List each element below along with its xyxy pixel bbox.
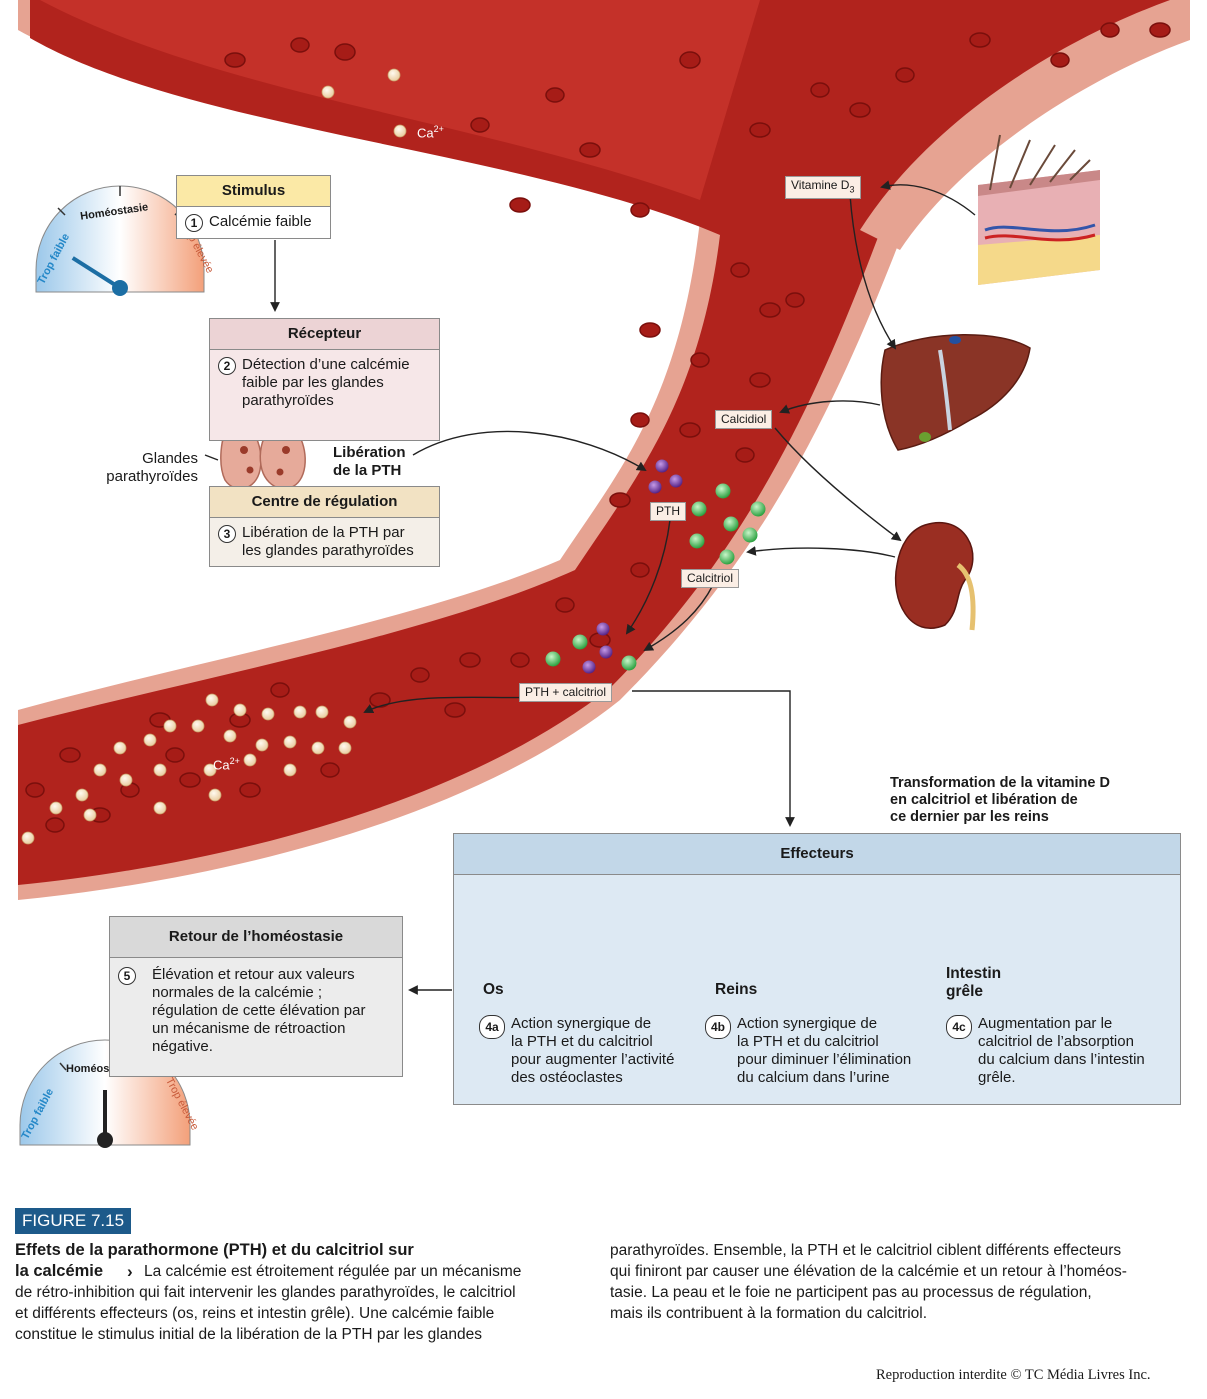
- pth-calcitriol-tag: PTH + calcitriol: [519, 683, 613, 702]
- ca-top-sup: 2+: [433, 124, 444, 134]
- kidney-illustration: [895, 522, 976, 631]
- effecteur-reins-name: Reins: [715, 981, 758, 998]
- retour-title: Retour de l’homéostasie: [110, 917, 402, 958]
- centre-text: Libération de la PTH par les glandes par…: [242, 524, 414, 559]
- pth-tag: PTH: [650, 502, 686, 521]
- effecteur-intestin-text: Augmentation par le calcitriol de l’abso…: [978, 1015, 1145, 1086]
- vitamine-tag: Vitamine D3: [785, 176, 861, 200]
- copyright: Reproduction interdite © TC Média Livres…: [876, 1367, 1151, 1383]
- recepteur-step: 2: [218, 357, 236, 375]
- centre-box: Centre de régulation 3 Libération de la P…: [209, 486, 440, 567]
- effecteurs-title: Effecteurs: [454, 834, 1180, 875]
- skin-illustration: [978, 134, 1100, 285]
- ca-tag-bottom: Ca2+: [208, 753, 245, 773]
- effecteur-os-text: Action synergique de la PTH et du calcit…: [511, 1015, 675, 1086]
- figure-number: FIGURE 7.15: [15, 1208, 132, 1234]
- recepteur-text: Détection d’une calcémie faible par les …: [242, 356, 410, 409]
- figure-arrow: ›: [127, 1262, 133, 1281]
- retour-step: 5: [118, 967, 136, 985]
- gauge-top: [35, 185, 205, 296]
- effecteur-reins-step: 4b: [705, 1015, 731, 1039]
- liberation-pth-label: Libération de la PTH: [333, 444, 406, 479]
- effecteur-intestin-step: 4c: [946, 1015, 972, 1039]
- figure-text-left: La calcémie est étroitement régulée par …: [15, 1263, 522, 1343]
- retour-box: Retour de l’homéostasie 5 Élévation et re…: [109, 916, 403, 1077]
- liver-illustration: [880, 334, 1031, 451]
- pth-molecules: [582, 459, 683, 674]
- centre-title: Centre de régulation: [210, 487, 439, 518]
- calcitriol-molecules: [545, 483, 766, 671]
- stimulus-step: 1: [185, 214, 203, 232]
- ca-bottom-base: Ca: [213, 757, 230, 773]
- effecteur-os-step: 4a: [479, 1015, 505, 1039]
- ca-top-base: Ca: [417, 125, 434, 141]
- transformation-label: Transformation de la vitamine D en calci…: [890, 775, 1110, 825]
- glandes-label: Glandes parathyroïdes: [106, 450, 198, 485]
- vitamine-base: Vitamine D: [791, 178, 850, 192]
- stimulus-box: Stimulus 1 Calcémie faible: [176, 175, 331, 239]
- stimulus-title: Stimulus: [177, 176, 330, 207]
- calcium-ions: [21, 68, 407, 845]
- calcitriol-tag: Calcitriol: [681, 569, 740, 588]
- effecteur-os-name: Os: [483, 981, 504, 998]
- effecteur-reins-text: Action synergique de la PTH et du calcit…: [737, 1015, 912, 1086]
- figure-text-right: parathyroïdes. Ensemble, la PTH et le ca…: [610, 1242, 1127, 1322]
- ca-bottom-sup: 2+: [229, 756, 240, 766]
- retour-text: Élévation et retour aux valeurs normales…: [152, 966, 366, 1055]
- calcidiol-tag: Calcidiol: [715, 410, 773, 429]
- stimulus-text: Calcémie faible: [209, 213, 312, 230]
- centre-step: 3: [218, 525, 236, 543]
- recepteur-title: Récepteur: [210, 319, 439, 350]
- effecteur-intestin-name: Intestin grêle: [946, 965, 1002, 1000]
- vitamine-sub: 3: [849, 184, 855, 195]
- ca-tag-top: Ca2+: [412, 121, 449, 141]
- effecteurs-box: Effecteurs: [453, 833, 1181, 1105]
- recepteur-box: Récepteur 2 Détection d’une calcémie faib…: [209, 318, 440, 441]
- figure-title: Effets de la parathormone (PTH) et du ca…: [15, 1241, 414, 1280]
- flow-arrows: [204, 180, 976, 995]
